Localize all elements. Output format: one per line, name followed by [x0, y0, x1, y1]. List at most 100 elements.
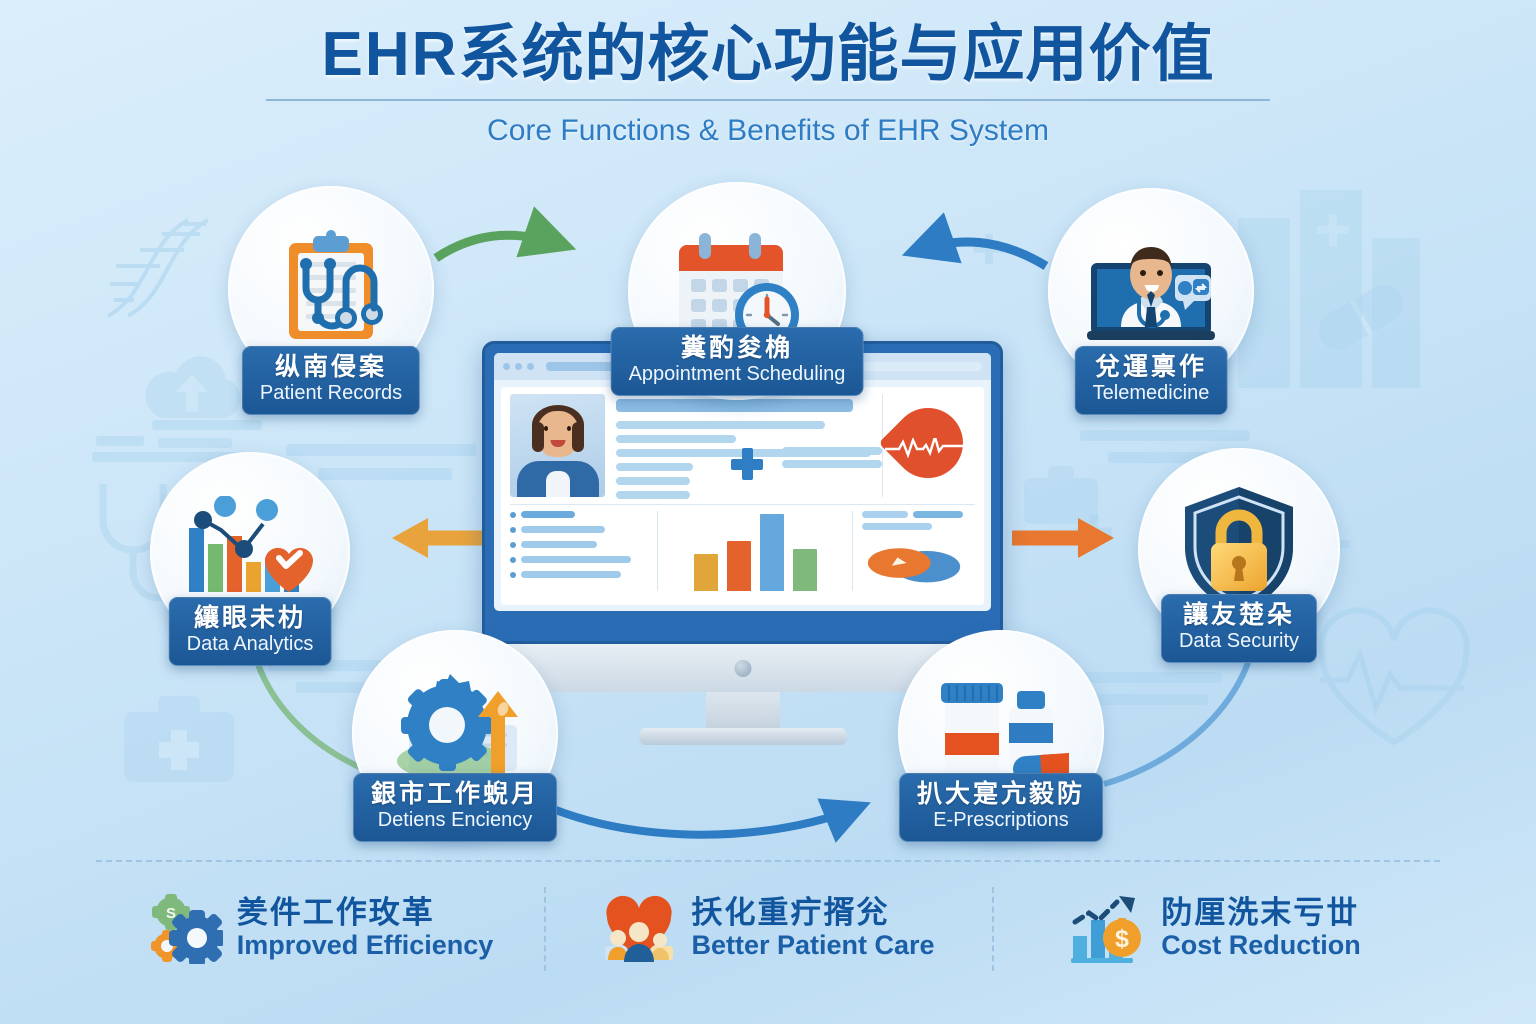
list-item — [510, 541, 649, 548]
node-telemedicine[interactable]: 兌運禀作 Telemedicine — [1048, 188, 1254, 416]
node-label-patient-records[interactable]: 纵南侵案 Patient Records — [241, 346, 421, 416]
window-dot-icon — [527, 363, 534, 370]
hospital-building-icon — [1372, 238, 1420, 388]
node-label-en: Appointment Scheduling — [628, 362, 846, 385]
node-data-analytics[interactable]: 纕眼未朸 Data Analytics — [150, 452, 350, 667]
node-label-data-security[interactable]: 讓友楚朵 Data Security — [1160, 594, 1318, 664]
video-doctor-icon — [1087, 247, 1215, 340]
node-label-zh: 糞酌夋桷 — [680, 334, 794, 362]
node-label-en: Detiens Enciency — [377, 808, 533, 831]
node-label-telemedicine[interactable]: 兌運禀作 Telemedicine — [1074, 346, 1228, 416]
gear-arrow-icon — [397, 674, 518, 780]
patient-avatar — [510, 394, 605, 497]
benefit-label-en: Better Patient Care — [691, 930, 935, 961]
medical-cross-icon — [731, 448, 763, 480]
chart-bar — [693, 554, 718, 591]
ecg-line-icon — [885, 438, 969, 458]
title-en-prefix: EHR — [321, 20, 459, 89]
decor-bar — [96, 436, 144, 446]
node-data-security[interactable]: 讓友楚朵 Data Security — [1138, 448, 1340, 664]
first-aid-kit-icon — [124, 696, 234, 782]
list-item — [510, 571, 649, 578]
monitor-base — [638, 728, 847, 745]
decor-bar — [1080, 430, 1250, 441]
arrow-analytics-inbound — [392, 518, 486, 558]
node-label-en: Data Security — [1178, 629, 1300, 652]
node-label-zh: 銀市工作蜺月 — [370, 780, 540, 808]
monitor-power-button[interactable] — [734, 660, 751, 677]
gears-icon: S — [147, 894, 225, 966]
chart-bar — [792, 549, 817, 591]
dashboard-canvas — [501, 387, 984, 605]
benefit-text: 羑件工作玫革 Improved Efficiency — [236, 894, 494, 963]
arrow-efficiency-to-prescriptions — [505, 782, 871, 843]
clipboard-stethoscope-icon — [289, 230, 383, 339]
hospital-building-icon — [1300, 190, 1362, 388]
svg-text:S: S — [166, 905, 176, 922]
bar-chart — [657, 511, 853, 591]
page-title: EHR系统的核心功能与应用价值 — [0, 22, 1536, 87]
node-label-zh: 纵南侵案 — [274, 353, 388, 381]
decor-bar — [152, 420, 262, 430]
node-label-zh: 讓友楚朵 — [1182, 601, 1295, 629]
dashboard-top-row — [510, 393, 978, 499]
list-item — [510, 556, 649, 563]
node-label-zh: 兌運禀作 — [1094, 353, 1208, 381]
address-bar[interactable] — [546, 362, 624, 371]
dna-helix-icon — [107, 218, 209, 318]
arrow-records-to-scheduling — [433, 206, 577, 262]
medical-cross-icon — [1317, 214, 1349, 246]
node-label-appointment-scheduling[interactable]: 糞酌夋桷 Appointment Scheduling — [610, 327, 864, 397]
node-label-zh: 扒大寔亢毅防 — [916, 780, 1086, 808]
node-appointment-scheduling[interactable]: 糞酌夋桷 Appointment Scheduling — [610, 182, 864, 400]
decor-bar — [158, 438, 232, 448]
pill-icon — [1318, 284, 1404, 350]
node-workflow-efficiency[interactable]: 銀市工作蜺月 Detiens Enciency — [352, 630, 558, 843]
heart-people-icon — [601, 894, 677, 964]
node-label-workflow-efficiency[interactable]: 銀市工作蜺月 Detiens Enciency — [352, 773, 558, 843]
patient-detail-fields — [605, 394, 882, 499]
chart-bar — [726, 541, 751, 591]
benefit-improved-efficiency[interactable]: S 羑件工作玫革 — [96, 875, 544, 983]
page-subtitle: Core Functions & Benefits of EHR System — [487, 114, 1049, 148]
benefit-text: 阞厘洗末亏丗 Cost Reduction — [1161, 894, 1361, 963]
monitor-screen-inner — [494, 353, 991, 611]
title-divider — [266, 99, 1270, 102]
arrow-security-inbound — [1012, 518, 1114, 558]
benefits-row: S 羑件工作玫革 — [96, 875, 1440, 983]
node-label-data-analytics[interactable]: 纕眼未朸 Data Analytics — [168, 597, 332, 667]
node-label-en: Data Analytics — [186, 632, 314, 655]
bar-chart-heart-icon — [189, 496, 313, 592]
benefit-label-zh: 羑件工作玫革 — [236, 894, 435, 930]
benefit-label-zh: 阞厘洗末亏丗 — [1161, 894, 1360, 930]
node-label-en: E-Prescriptions — [933, 808, 1069, 831]
benefit-label-en: Cost Reduction — [1161, 930, 1361, 961]
node-label-e-prescriptions[interactable]: 扒大寔亢毅防 E-Prescriptions — [898, 773, 1104, 843]
dashboard-bottom-row — [510, 511, 975, 591]
benefit-cost-reduction[interactable]: $ 阞厘洗末亏丗 Cost Reduction — [992, 875, 1440, 983]
chart-bar — [759, 514, 784, 591]
benefit-label-en: Improved Efficiency — [236, 930, 494, 961]
node-patient-records[interactable]: 纵南侵案 Patient Records — [228, 186, 434, 416]
node-e-prescriptions[interactable]: 扒大寔亢毅防 E-Prescriptions — [898, 630, 1104, 843]
title-zh: 系统的核心功能与应用价值 — [458, 20, 1215, 89]
node-label-en: Patient Records — [259, 381, 403, 404]
monitor-stand — [705, 692, 780, 732]
growth-dollar-icon: $ — [1071, 894, 1147, 964]
medical-cross-icon — [1076, 514, 1112, 550]
record-list — [510, 511, 657, 591]
list-item — [510, 526, 649, 533]
benefit-better-patient-care[interactable]: 扷化重疔揟兊 Better Patient Care — [544, 875, 992, 983]
svg-text:$: $ — [1115, 925, 1129, 953]
window-dot-icon — [503, 363, 510, 370]
pie-chart — [867, 548, 961, 583]
shield-lock-icon — [1185, 487, 1293, 611]
benefit-label-zh: 扷化重疔揟兊 — [691, 894, 890, 930]
node-label-zh: 纕眼未朸 — [193, 604, 307, 632]
benefit-text: 扷化重疔揟兊 Better Patient Care — [691, 894, 935, 963]
medical-cross-icon — [973, 233, 1005, 265]
central-monitor — [482, 341, 1003, 745]
monitor-frame — [482, 341, 1003, 644]
footer-divider — [96, 860, 1440, 862]
header: EHR系统的核心功能与应用价值 Core Functions & Benefit… — [0, 22, 1536, 148]
